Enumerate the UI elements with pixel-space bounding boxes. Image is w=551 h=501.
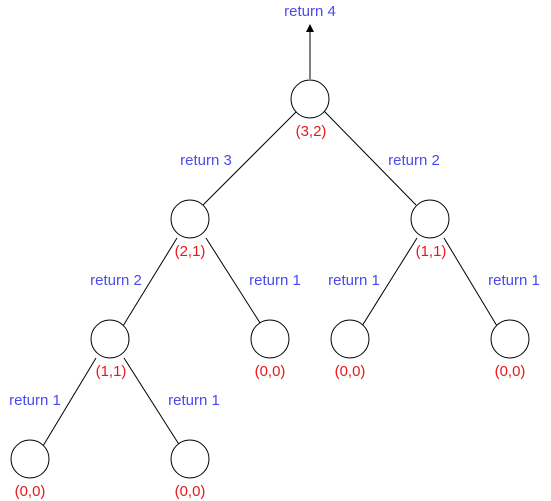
tree-node: (0,0): [490, 319, 530, 380]
node-circle: [330, 319, 370, 359]
edge-label: return 1: [328, 272, 380, 289]
edge-label: return 3: [180, 152, 232, 169]
node-circle: [10, 439, 50, 479]
edge-n11l-n00e: [123, 357, 181, 447]
tree-node: (0,0): [330, 319, 370, 380]
tree-node: (2,1): [170, 199, 210, 260]
edge-n32-n21: [202, 110, 298, 206]
node-circle: [490, 319, 530, 359]
edge-label: return 2: [388, 152, 440, 169]
edge-n11l-n00d: [42, 357, 97, 447]
edge-label: return 2: [90, 272, 142, 289]
node-circle: [90, 319, 130, 359]
node-label: (3,2): [296, 123, 327, 140]
node-circle: [170, 199, 210, 239]
edge-label: return 1: [488, 272, 540, 289]
node-label: (0,0): [495, 363, 526, 380]
node-label: (0,0): [15, 483, 46, 500]
tree-node: (3,2): [290, 79, 330, 140]
edge-n21-n00a: [205, 237, 263, 327]
node-label: (2,1): [175, 243, 206, 260]
top-return-label: return 4: [284, 3, 336, 20]
edge-label: return 1: [9, 392, 61, 409]
node-circle: [170, 439, 210, 479]
tree-node: (1,1): [410, 199, 450, 260]
node-label: (0,0): [175, 483, 206, 500]
node-label: (1,1): [96, 363, 127, 380]
edge-n32-n11r: [323, 110, 417, 206]
node-label: (0,0): [335, 363, 366, 380]
tree-node: (0,0): [250, 319, 290, 380]
node-label: (0,0): [255, 363, 286, 380]
edge-n11r-n00c: [443, 237, 498, 327]
node-circle: [410, 199, 450, 239]
edge-label: return 1: [168, 392, 220, 409]
edge-n21-n11l: [122, 237, 178, 327]
edge-label: return 1: [249, 272, 301, 289]
node-circle: [250, 319, 290, 359]
tree-node: (0,0): [10, 439, 50, 500]
tree-node: (1,1): [90, 319, 130, 380]
edges-layer: [42, 110, 498, 447]
node-circle: [290, 79, 330, 119]
edge-n11r-n00b: [361, 237, 418, 327]
tree-node: (0,0): [170, 439, 210, 500]
node-label: (1,1): [416, 243, 447, 260]
edge-labels: return 3 return 2 return 2 return 1 retu…: [9, 152, 540, 409]
